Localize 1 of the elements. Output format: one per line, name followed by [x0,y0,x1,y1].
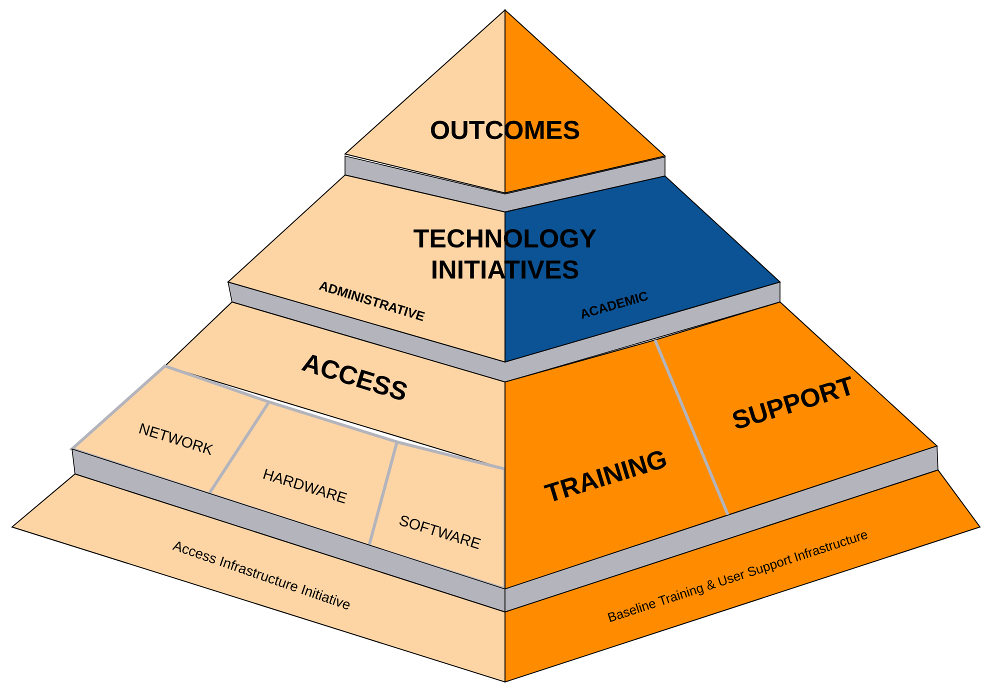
node-label: TECHNOLOGY INITIATIVES [414,229,596,279]
